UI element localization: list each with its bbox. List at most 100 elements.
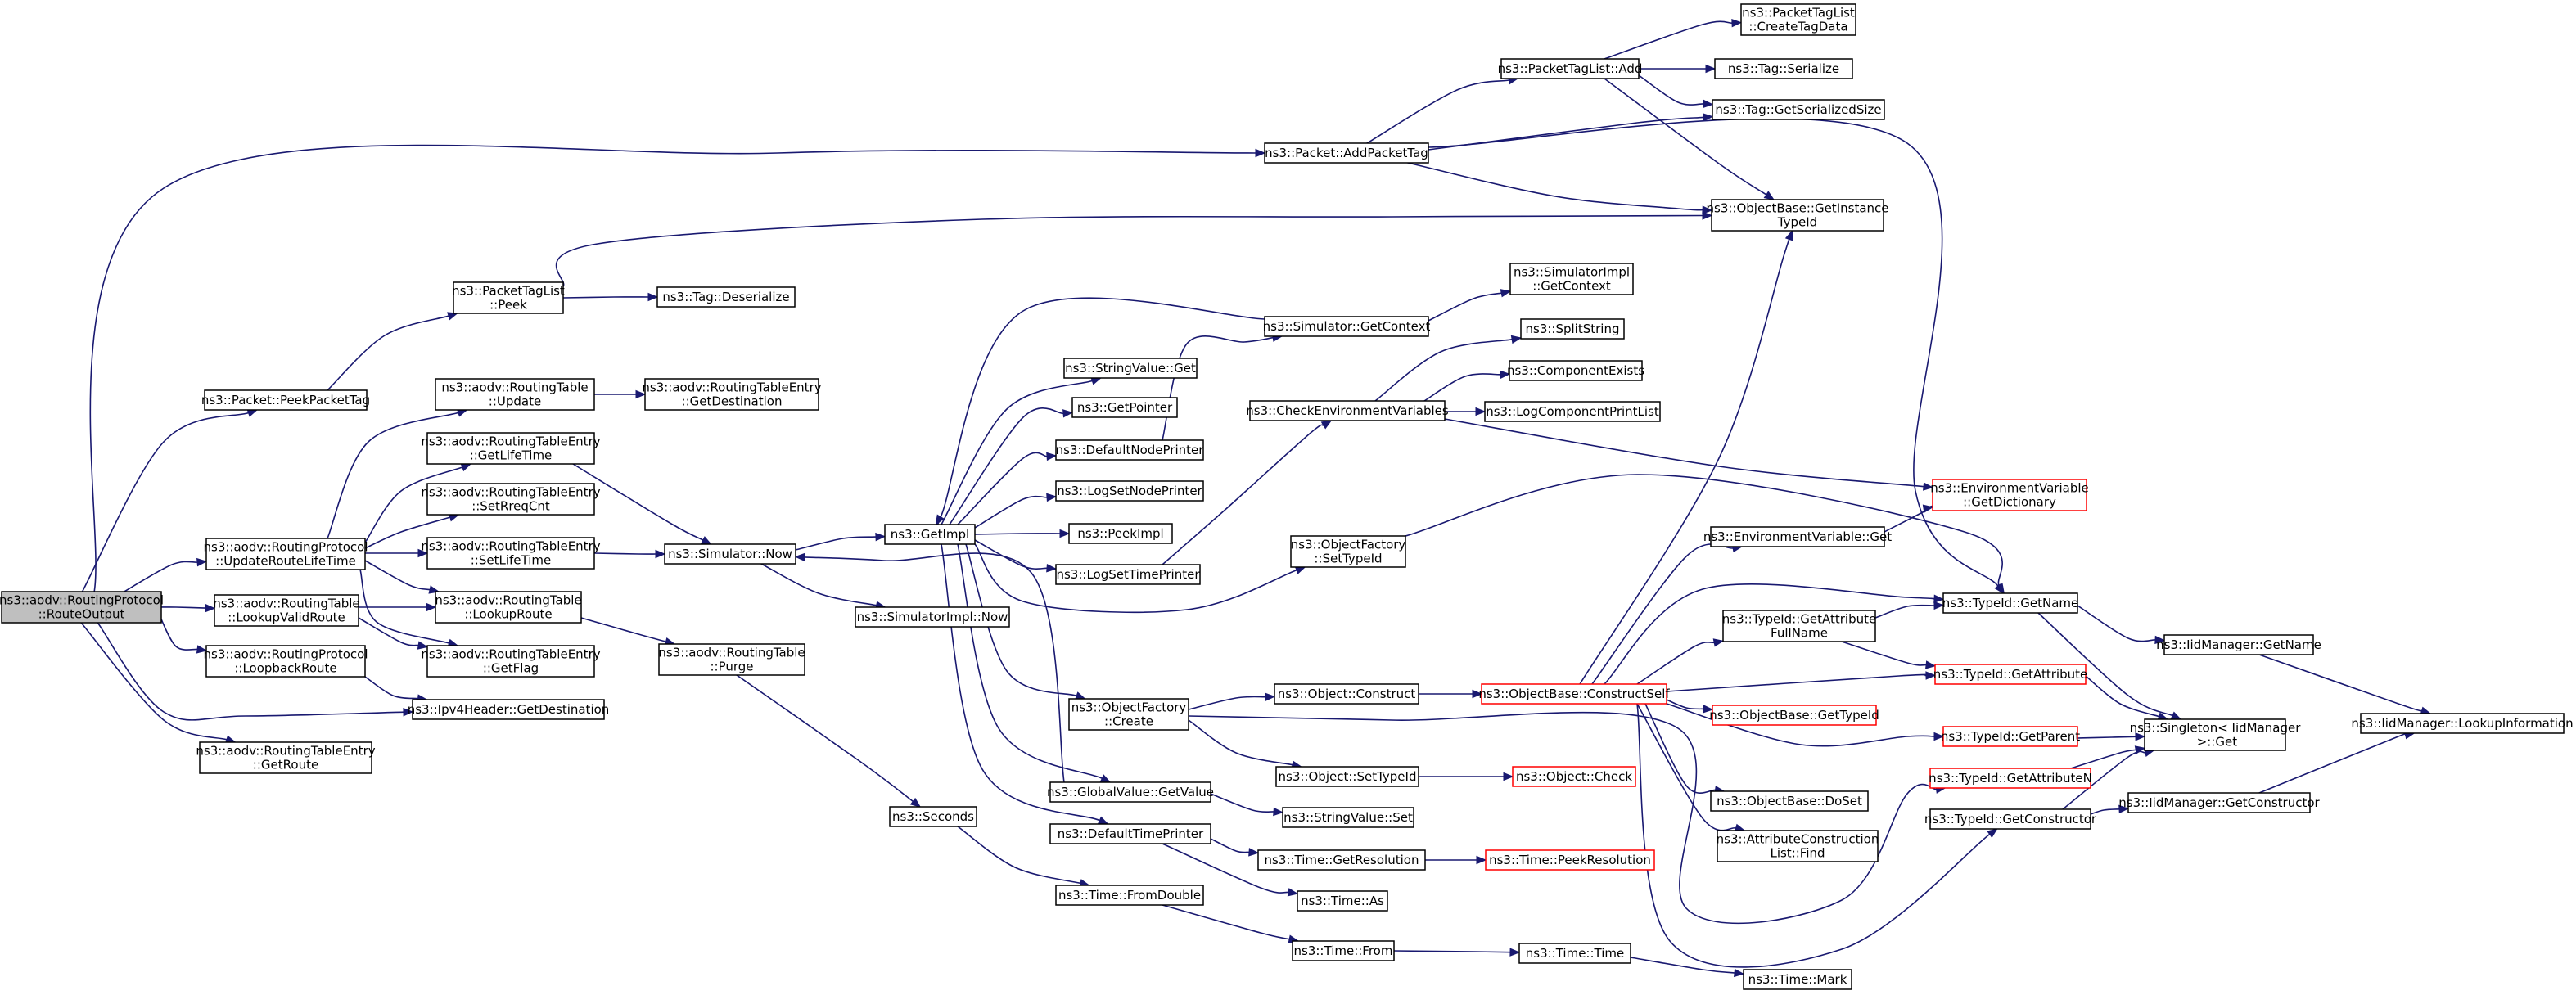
node-component-exists[interactable]: ns3::ComponentExists: [1507, 360, 1644, 381]
node-ptl-add[interactable]: ns3::PacketTagList::Add: [1498, 58, 1643, 79]
node-time-from-double[interactable]: ns3::Time::FromDouble: [1055, 885, 1204, 906]
node-log-component-print-list[interactable]: ns3::LogComponentPrintList: [1484, 401, 1661, 422]
edge-arrowhead: [205, 603, 216, 613]
node-get-route[interactable]: ns3::aodv::RoutingTableEntry::GetRoute: [196, 741, 376, 774]
node-box: [1282, 807, 1414, 828]
node-rt-purge[interactable]: ns3::aodv::RoutingTable::Purge: [658, 643, 805, 676]
node-time-time[interactable]: ns3::Time::Time: [1518, 943, 1631, 964]
node-type-id-get-parent[interactable]: ns3::TypeId::GetParent: [1941, 726, 2080, 747]
node-rte-set-rreq-cnt[interactable]: ns3::aodv::RoutingTableEntry::SetRreqCnt: [421, 483, 601, 516]
node-sim-impl-now[interactable]: ns3::SimulatorImpl::Now: [855, 606, 1010, 628]
node-box: [1257, 849, 1426, 871]
edge-iidManagerGetName-to-iidManagerLookupInfo: [2248, 650, 2432, 715]
node-box: [1, 591, 162, 624]
node-time-mark[interactable]: ns3::Time::Mark: [1743, 969, 1852, 990]
node-box: [1509, 360, 1643, 381]
node-default-time-printer[interactable]: ns3::DefaultTimePrinter: [1049, 823, 1211, 844]
edge-objFactoryCreate-to-objectConstruct: [1184, 692, 1276, 711]
node-rt-update[interactable]: ns3::aodv::RoutingTable::Update: [435, 378, 595, 411]
edge-root-to-lookupValidRoute: [158, 603, 216, 613]
node-box: [1712, 705, 1877, 726]
node-peek-impl[interactable]: ns3::PeekImpl: [1068, 523, 1173, 544]
node-label: ns3::aodv::RoutingTableEntry: [421, 434, 600, 448]
node-box: [1297, 890, 1388, 912]
edge-arrowhead: [1503, 772, 1514, 781]
node-obj-factory-set-type-id[interactable]: ns3::ObjectFactory::SetTypeId: [1290, 535, 1406, 568]
node-label: ns3::ObjectBase::ConstructSelf: [1478, 687, 1670, 701]
node-env-var-get-dictionary[interactable]: ns3::EnvironmentVariable::GetDictionary: [1930, 479, 2089, 511]
edge-line: [576, 615, 666, 642]
node-tag-get-serialized-size[interactable]: ns3::Tag::GetSerializedSize: [1712, 99, 1885, 120]
node-rte-get-flag[interactable]: ns3::aodv::RoutingTableEntry::GetFlag: [421, 645, 601, 678]
node-check-env-vars[interactable]: ns3::CheckEnvironmentVariables: [1246, 400, 1449, 421]
edge-packetAddPacketTag-to-ptlAdd: [1360, 75, 1519, 148]
node-lookup-valid-route[interactable]: ns3::aodv::RoutingTable::LookupValidRout…: [213, 594, 360, 627]
node-peek-packet-tag[interactable]: ns3::Packet::PeekPacketTag: [201, 389, 370, 411]
node-time-as[interactable]: ns3::Time::As: [1297, 890, 1388, 912]
node-sim-now[interactable]: ns3::Simulator::Now: [664, 543, 796, 565]
node-sim-impl-get-context[interactable]: ns3::SimulatorImpl::GetContext: [1509, 263, 1634, 295]
node-iid-manager-lookup-info[interactable]: ns3::IidManager::LookupInformation: [2351, 713, 2574, 734]
node-root[interactable]: ns3::aodv::RoutingProtocol::RouteOutput: [0, 591, 164, 624]
node-rte-get-life-time[interactable]: ns3::aodv::RoutingTableEntry::GetLifeTim…: [421, 432, 601, 465]
node-tag-deserialize[interactable]: ns3::Tag::Deserialize: [656, 286, 796, 308]
node-singleton-get[interactable]: ns3::Singleton< IidManager >::Get: [2130, 718, 2302, 751]
node-time-get-resolution[interactable]: ns3::Time::GetResolution: [1257, 849, 1426, 871]
node-box: [664, 543, 796, 565]
node-label: ::GetDestination: [682, 394, 783, 408]
edge-arrowhead: [1712, 638, 1725, 647]
edge-getImpl-to-defaultNodePrinter: [952, 452, 1058, 530]
edge-line: [1207, 837, 1250, 853]
node-iid-manager-get-name[interactable]: ns3::IidManager::GetName: [2156, 634, 2321, 655]
node-ptl-peek[interactable]: ns3::PacketTagList::Peek: [452, 281, 565, 314]
node-type-id-get-attribute-n[interactable]: ns3::TypeId::GetAttributeN: [1929, 768, 2092, 789]
edge-arrowhead: [196, 557, 208, 567]
node-label: ns3::aodv::RoutingTableEntry: [421, 646, 600, 661]
node-split-string[interactable]: ns3::SplitString: [1520, 318, 1625, 340]
node-time-peek-resolution[interactable]: ns3::Time::PeekResolution: [1485, 849, 1655, 871]
node-label: ::SetRreqCnt: [471, 498, 550, 513]
node-global-value-get-value[interactable]: ns3::GlobalValue::GetValue: [1047, 781, 1214, 803]
edge-ptlPeek-to-objBaseGetInstanceTypeId: [555, 211, 1713, 290]
node-log-set-time-printer[interactable]: ns3::LogSetTimePrinter: [1055, 564, 1201, 585]
node-sim-get-context[interactable]: ns3::Simulator::GetContext: [1263, 316, 1431, 337]
node-object-construct[interactable]: ns3::Object::Construct: [1274, 683, 1419, 705]
node-tag-serialize[interactable]: ns3::Tag::Serialize: [1714, 58, 1853, 79]
node-env-var-get[interactable]: ns3::EnvironmentVariable::Get: [1703, 526, 1892, 547]
node-get-impl[interactable]: ns3::GetImpl: [884, 524, 976, 545]
node-obj-factory-create[interactable]: ns3::ObjectFactory::Create: [1068, 698, 1189, 731]
node-update-route-life-time[interactable]: ns3::aodv::RoutingProtocol::UpdateRouteL…: [204, 538, 368, 570]
node-box: [435, 591, 582, 624]
node-obj-base-do-set[interactable]: ns3::ObjectBase::DoSet: [1710, 790, 1869, 812]
node-get-pointer[interactable]: ns3::GetPointer: [1071, 397, 1178, 418]
node-rte-set-life-time[interactable]: ns3::aodv::RoutingTableEntry::SetLifeTim…: [421, 537, 601, 570]
node-box: [1929, 768, 2091, 789]
node-obj-base-construct-self[interactable]: ns3::ObjectBase::ConstructSelf: [1478, 683, 1670, 705]
node-box: [1274, 683, 1419, 705]
node-label: ::CreateTagData: [1748, 19, 1847, 34]
node-time-from[interactable]: ns3::Time::From: [1292, 940, 1395, 961]
node-type-id-get-attribute[interactable]: ns3::TypeId::GetAttribute: [1933, 664, 2087, 685]
node-box: [1500, 58, 1640, 79]
node-object-set-type-id[interactable]: ns3::Object::SetTypeId: [1275, 766, 1419, 787]
node-obj-base-get-type-id[interactable]: ns3::ObjectBase::GetTypeId: [1709, 705, 1879, 726]
node-default-node-printer[interactable]: ns3::DefaultNodePrinter: [1055, 439, 1205, 461]
node-seconds[interactable]: ns3::Seconds: [889, 806, 977, 827]
node-loopback-route[interactable]: ns3::aodv::RoutingProtocol::LoopbackRout…: [204, 645, 368, 678]
node-string-value-set[interactable]: ns3::StringValue::Set: [1282, 807, 1414, 828]
node-rt-lookup-route[interactable]: ns3::aodv::RoutingTable::LookupRoute: [435, 591, 582, 624]
node-type-id-get-name[interactable]: ns3::TypeId::GetName: [1942, 592, 2078, 614]
node-ptl-create-tag-data[interactable]: ns3::PacketTagList::CreateTagData: [1740, 3, 1856, 36]
node-type-id-get-constructor[interactable]: ns3::TypeId::GetConstructor: [1924, 808, 2097, 830]
node-ipv4-get-dest[interactable]: ns3::Ipv4Header::GetDestination: [408, 699, 610, 720]
node-iid-manager-get-constructor[interactable]: ns3::IidManager::GetConstructor: [2118, 792, 2321, 813]
node-packet-add-packet-tag[interactable]: ns3::Packet::AddPacketTag: [1264, 142, 1429, 164]
node-rte-get-destination[interactable]: ns3::aodv::RoutingTableEntry::GetDestina…: [642, 378, 822, 411]
node-log-set-node-printer[interactable]: ns3::LogSetNodePrinter: [1055, 480, 1204, 502]
node-string-value-get[interactable]: ns3::StringValue::Get: [1063, 358, 1198, 379]
node-object-check[interactable]: ns3::Object::Check: [1512, 766, 1636, 787]
node-box: [884, 524, 976, 545]
